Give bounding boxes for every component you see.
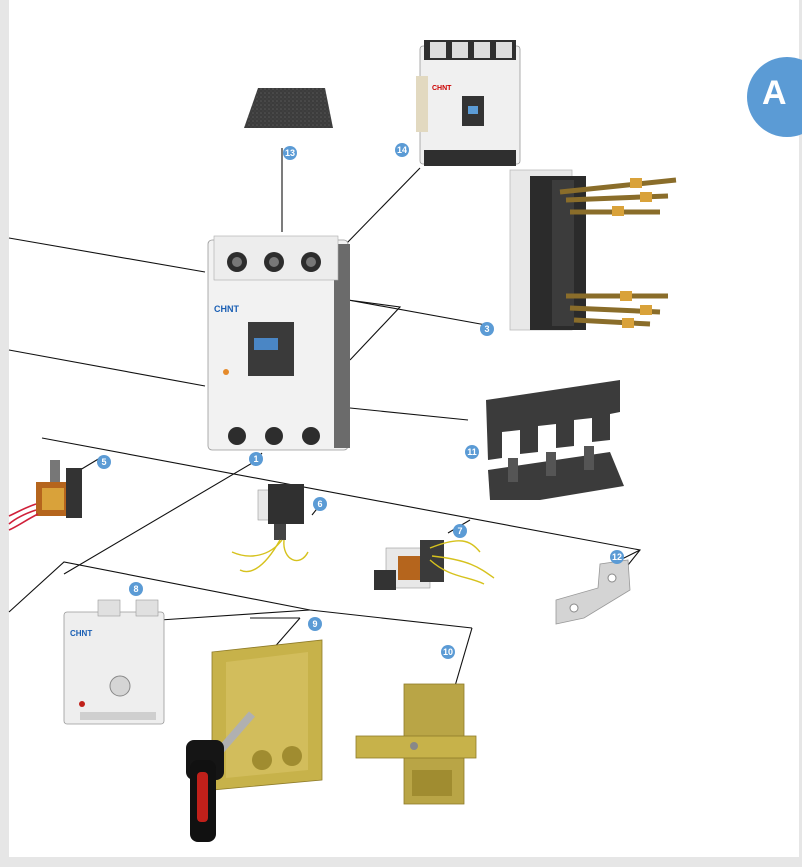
pad-part — [244, 88, 333, 128]
svg-text:5: 5 — [101, 457, 106, 467]
svg-text:7: 7 — [457, 526, 462, 536]
callout-7: 7 — [453, 524, 467, 538]
svg-text:6: 6 — [317, 499, 322, 509]
rotary-handle-part — [186, 639, 323, 842]
svg-text:14: 14 — [397, 145, 407, 155]
svg-text:8: 8 — [133, 584, 138, 594]
section-badge-label: A — [762, 74, 787, 112]
svg-text:10: 10 — [443, 647, 453, 657]
svg-text:9: 9 — [312, 619, 317, 629]
phase-barriers-part — [486, 380, 624, 500]
callout-10: 10 — [441, 645, 455, 659]
callout-9: 9 — [308, 617, 322, 631]
main-breaker-brand: CHNT — [214, 304, 239, 314]
interlock-plate-part — [355, 683, 477, 805]
svg-text:1: 1 — [253, 454, 258, 464]
callout-3: 3 — [480, 322, 494, 336]
motor-operator-brand: CHNT — [70, 629, 92, 638]
svg-text:11: 11 — [467, 447, 477, 457]
callout-6: 6 — [313, 497, 327, 511]
callout-12: 12 — [610, 550, 624, 564]
callout-11: 11 — [465, 445, 479, 459]
main-breaker-part: CHNT — [207, 235, 350, 451]
undervoltage-release-part — [231, 484, 309, 573]
four-pole-brand: CHNT — [432, 85, 452, 92]
callout-1: 1 — [249, 452, 263, 466]
auxiliary-contact-part — [374, 540, 495, 590]
motor-operator-part: CHNT — [63, 599, 165, 725]
svg-text:13: 13 — [285, 148, 295, 158]
callout-5: 5 — [97, 455, 111, 469]
svg-text:3: 3 — [484, 324, 489, 334]
svg-text:12: 12 — [612, 552, 622, 562]
four-pole-breaker-part: CHNT — [416, 40, 521, 166]
callout-8: 8 — [129, 582, 143, 596]
terminal-extension-part — [509, 169, 677, 331]
callout-14: 14 — [395, 143, 409, 157]
section-badge: A — [747, 57, 802, 137]
callout-13: 13 — [283, 146, 297, 160]
connection-plate-part — [555, 559, 631, 625]
shunt-release-part — [8, 460, 82, 531]
